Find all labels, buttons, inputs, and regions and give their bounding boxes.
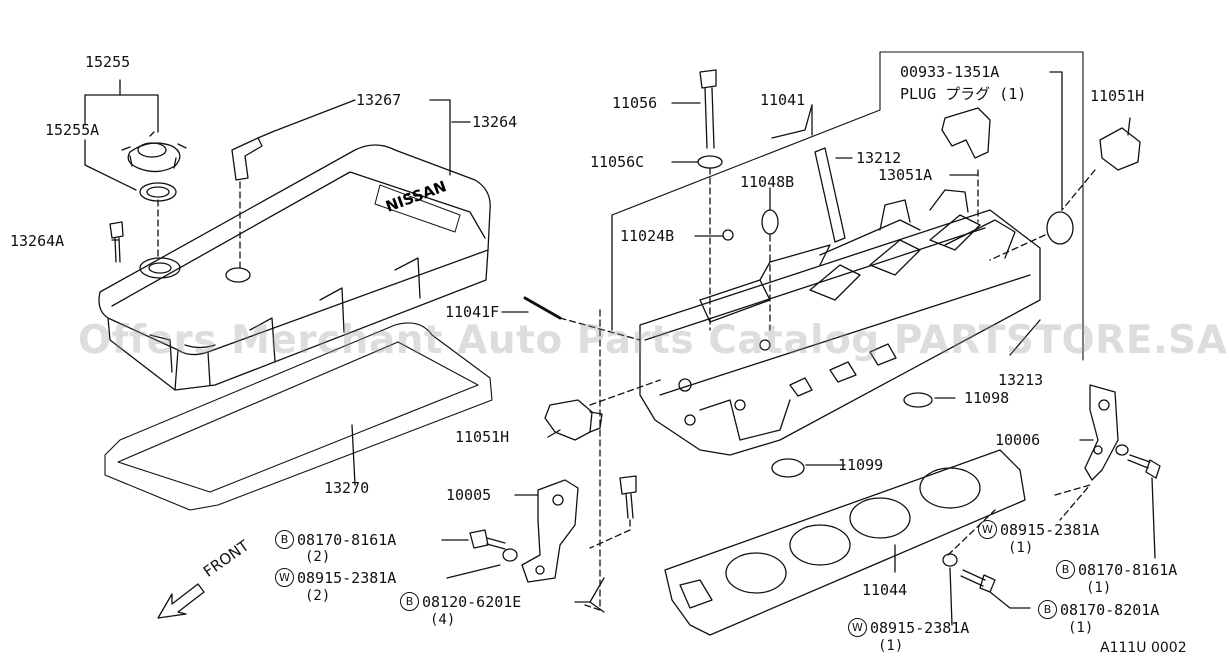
rocker-cover xyxy=(98,144,491,391)
washer-left xyxy=(502,548,518,562)
label-13264A[interactable]: 13264A xyxy=(10,232,65,250)
label-10005[interactable]: 10005 xyxy=(446,486,492,504)
brand-logo-text: NISSAN xyxy=(383,177,449,216)
label-plug: PLUG プラグ (1) xyxy=(900,85,1027,103)
cover-bolt xyxy=(109,221,124,263)
qty-08915-2381A-right: (1) xyxy=(1008,540,1034,556)
bracket-bolt-left xyxy=(619,475,637,519)
label-13270[interactable]: 13270 xyxy=(324,479,370,497)
o-ring-11099 xyxy=(771,458,805,478)
valve-cover-bolt xyxy=(699,69,717,149)
bolt-08170-right xyxy=(1127,454,1161,479)
cylinder-head xyxy=(639,189,1041,456)
qty-08170-8161A-left: (2) xyxy=(305,549,331,565)
label-13264[interactable]: 13264 xyxy=(472,113,518,131)
filler-neck xyxy=(139,257,181,279)
plug-11024B xyxy=(722,229,734,241)
label-11048B[interactable]: 11048B xyxy=(740,173,795,191)
label-11041[interactable]: 11041 xyxy=(760,91,806,109)
qty-08915-2381A-left: (2) xyxy=(305,588,331,604)
label-08170-8201A[interactable]: 08170-8201A xyxy=(1060,601,1160,619)
label-11041F[interactable]: 11041F xyxy=(445,303,500,321)
label-08170-8161A-left[interactable]: 08170-8161A xyxy=(297,531,397,549)
label-13212[interactable]: 13212 xyxy=(856,149,902,167)
label-11099[interactable]: 11099 xyxy=(838,456,884,474)
o-ring-11098 xyxy=(903,392,933,408)
camshaft-cap-left xyxy=(544,399,603,441)
head-bolt-washer xyxy=(697,155,723,169)
head-frame xyxy=(611,51,1084,361)
label-10006[interactable]: 10006 xyxy=(995,431,1041,449)
label-11056[interactable]: 11056 xyxy=(612,94,658,112)
watermark: Offers Merchant Auto Parts Catalog PARTS… xyxy=(78,318,1228,363)
qty-08170-8161A-right: (1) xyxy=(1086,580,1112,596)
stud-11041F xyxy=(523,296,562,320)
front-arrow xyxy=(157,583,205,619)
exhaust-stud xyxy=(814,147,846,243)
label-15255A[interactable]: 15255A xyxy=(45,121,100,139)
label-15255[interactable]: 15255 xyxy=(85,53,131,71)
label-13051A[interactable]: 13051A xyxy=(878,166,933,184)
bracket-10006 xyxy=(1084,384,1119,481)
bracket-10005 xyxy=(521,479,579,583)
plug-ring xyxy=(1046,211,1074,245)
label-13267[interactable]: 13267 xyxy=(356,91,402,109)
label-08915-2381A-right[interactable]: 08915-2381A xyxy=(1000,521,1100,539)
camshaft-cap-right xyxy=(1099,127,1141,171)
label-00933-1351A[interactable]: 00933-1351A xyxy=(900,63,1000,81)
qty-08915-2381A-bottom: (1) xyxy=(878,638,904,654)
label-11044[interactable]: 11044 xyxy=(862,581,908,599)
label-11051H-left[interactable]: 11051H xyxy=(455,428,510,446)
bolt-symbol: B xyxy=(1056,560,1075,579)
pcv-grommet xyxy=(225,267,251,283)
washer-symbol: W xyxy=(275,568,294,587)
label-11056C[interactable]: 11056C xyxy=(590,153,645,171)
bolt-symbol: B xyxy=(1038,600,1057,619)
label-11024B[interactable]: 11024B xyxy=(620,227,675,245)
label-08170-8161A-right[interactable]: 08170-8161A xyxy=(1078,561,1178,579)
bolt-08170-left xyxy=(469,529,506,550)
label-08915-2381A-left[interactable]: 08915-2381A xyxy=(297,569,397,587)
plug-cap xyxy=(941,107,991,159)
washer-symbol: W xyxy=(848,618,867,637)
rocker-gasket xyxy=(104,322,493,511)
oil-filler-cap xyxy=(121,131,187,173)
label-13213[interactable]: 13213 xyxy=(998,371,1044,389)
label-11051H-top[interactable]: 11051H xyxy=(1090,87,1145,105)
washer-right xyxy=(1115,444,1129,456)
filler-cap-seal xyxy=(139,182,177,202)
washer-symbol: W xyxy=(978,520,997,539)
washer-bottom xyxy=(942,553,958,567)
diagram-code: A111U 0002 xyxy=(1100,640,1187,656)
bolt-08170-bottom xyxy=(960,569,996,593)
label-08120-6201E[interactable]: 08120-6201E xyxy=(422,593,522,611)
bolt-symbol: B xyxy=(275,530,294,549)
label-11098[interactable]: 11098 xyxy=(964,389,1010,407)
qty-08170-8201A: (1) xyxy=(1068,620,1094,636)
qty-08120-6201E: (4) xyxy=(430,612,456,628)
bolt-symbol: B xyxy=(400,592,419,611)
head-gasket xyxy=(664,449,1026,636)
label-08915-2381A-bottom[interactable]: 08915-2381A xyxy=(870,619,970,637)
grommet-11048B xyxy=(761,209,779,235)
pcv-elbow xyxy=(231,131,273,181)
